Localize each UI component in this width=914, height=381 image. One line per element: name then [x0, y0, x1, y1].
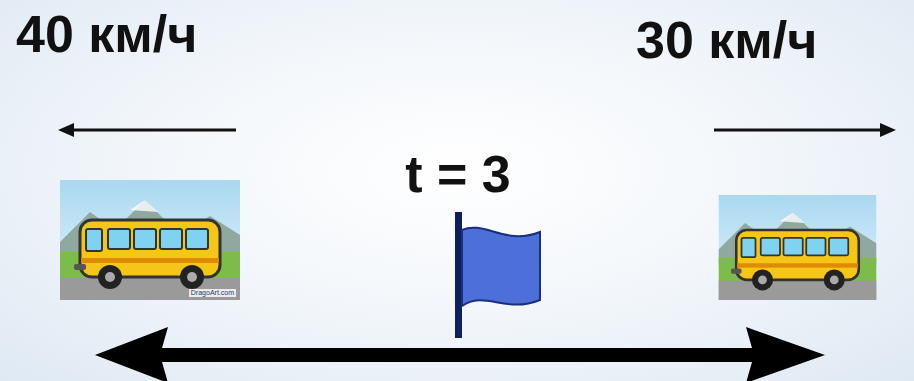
- left-arrow-head: [58, 123, 74, 137]
- speed-label: 40 км/ч: [16, 6, 197, 63]
- watermark: DragoArt.com: [189, 289, 236, 297]
- right-bus: [719, 195, 877, 300]
- left-arrow: [70, 129, 236, 132]
- flag-pole: [455, 212, 462, 338]
- road-arrow: [95, 327, 825, 381]
- right-arrow-head: [880, 123, 896, 137]
- speed-label: 30 км/ч: [636, 12, 817, 69]
- left-bus: [60, 180, 240, 300]
- right-arrow: [714, 129, 882, 132]
- time-label: t = 3: [405, 146, 511, 203]
- flag: [462, 228, 540, 306]
